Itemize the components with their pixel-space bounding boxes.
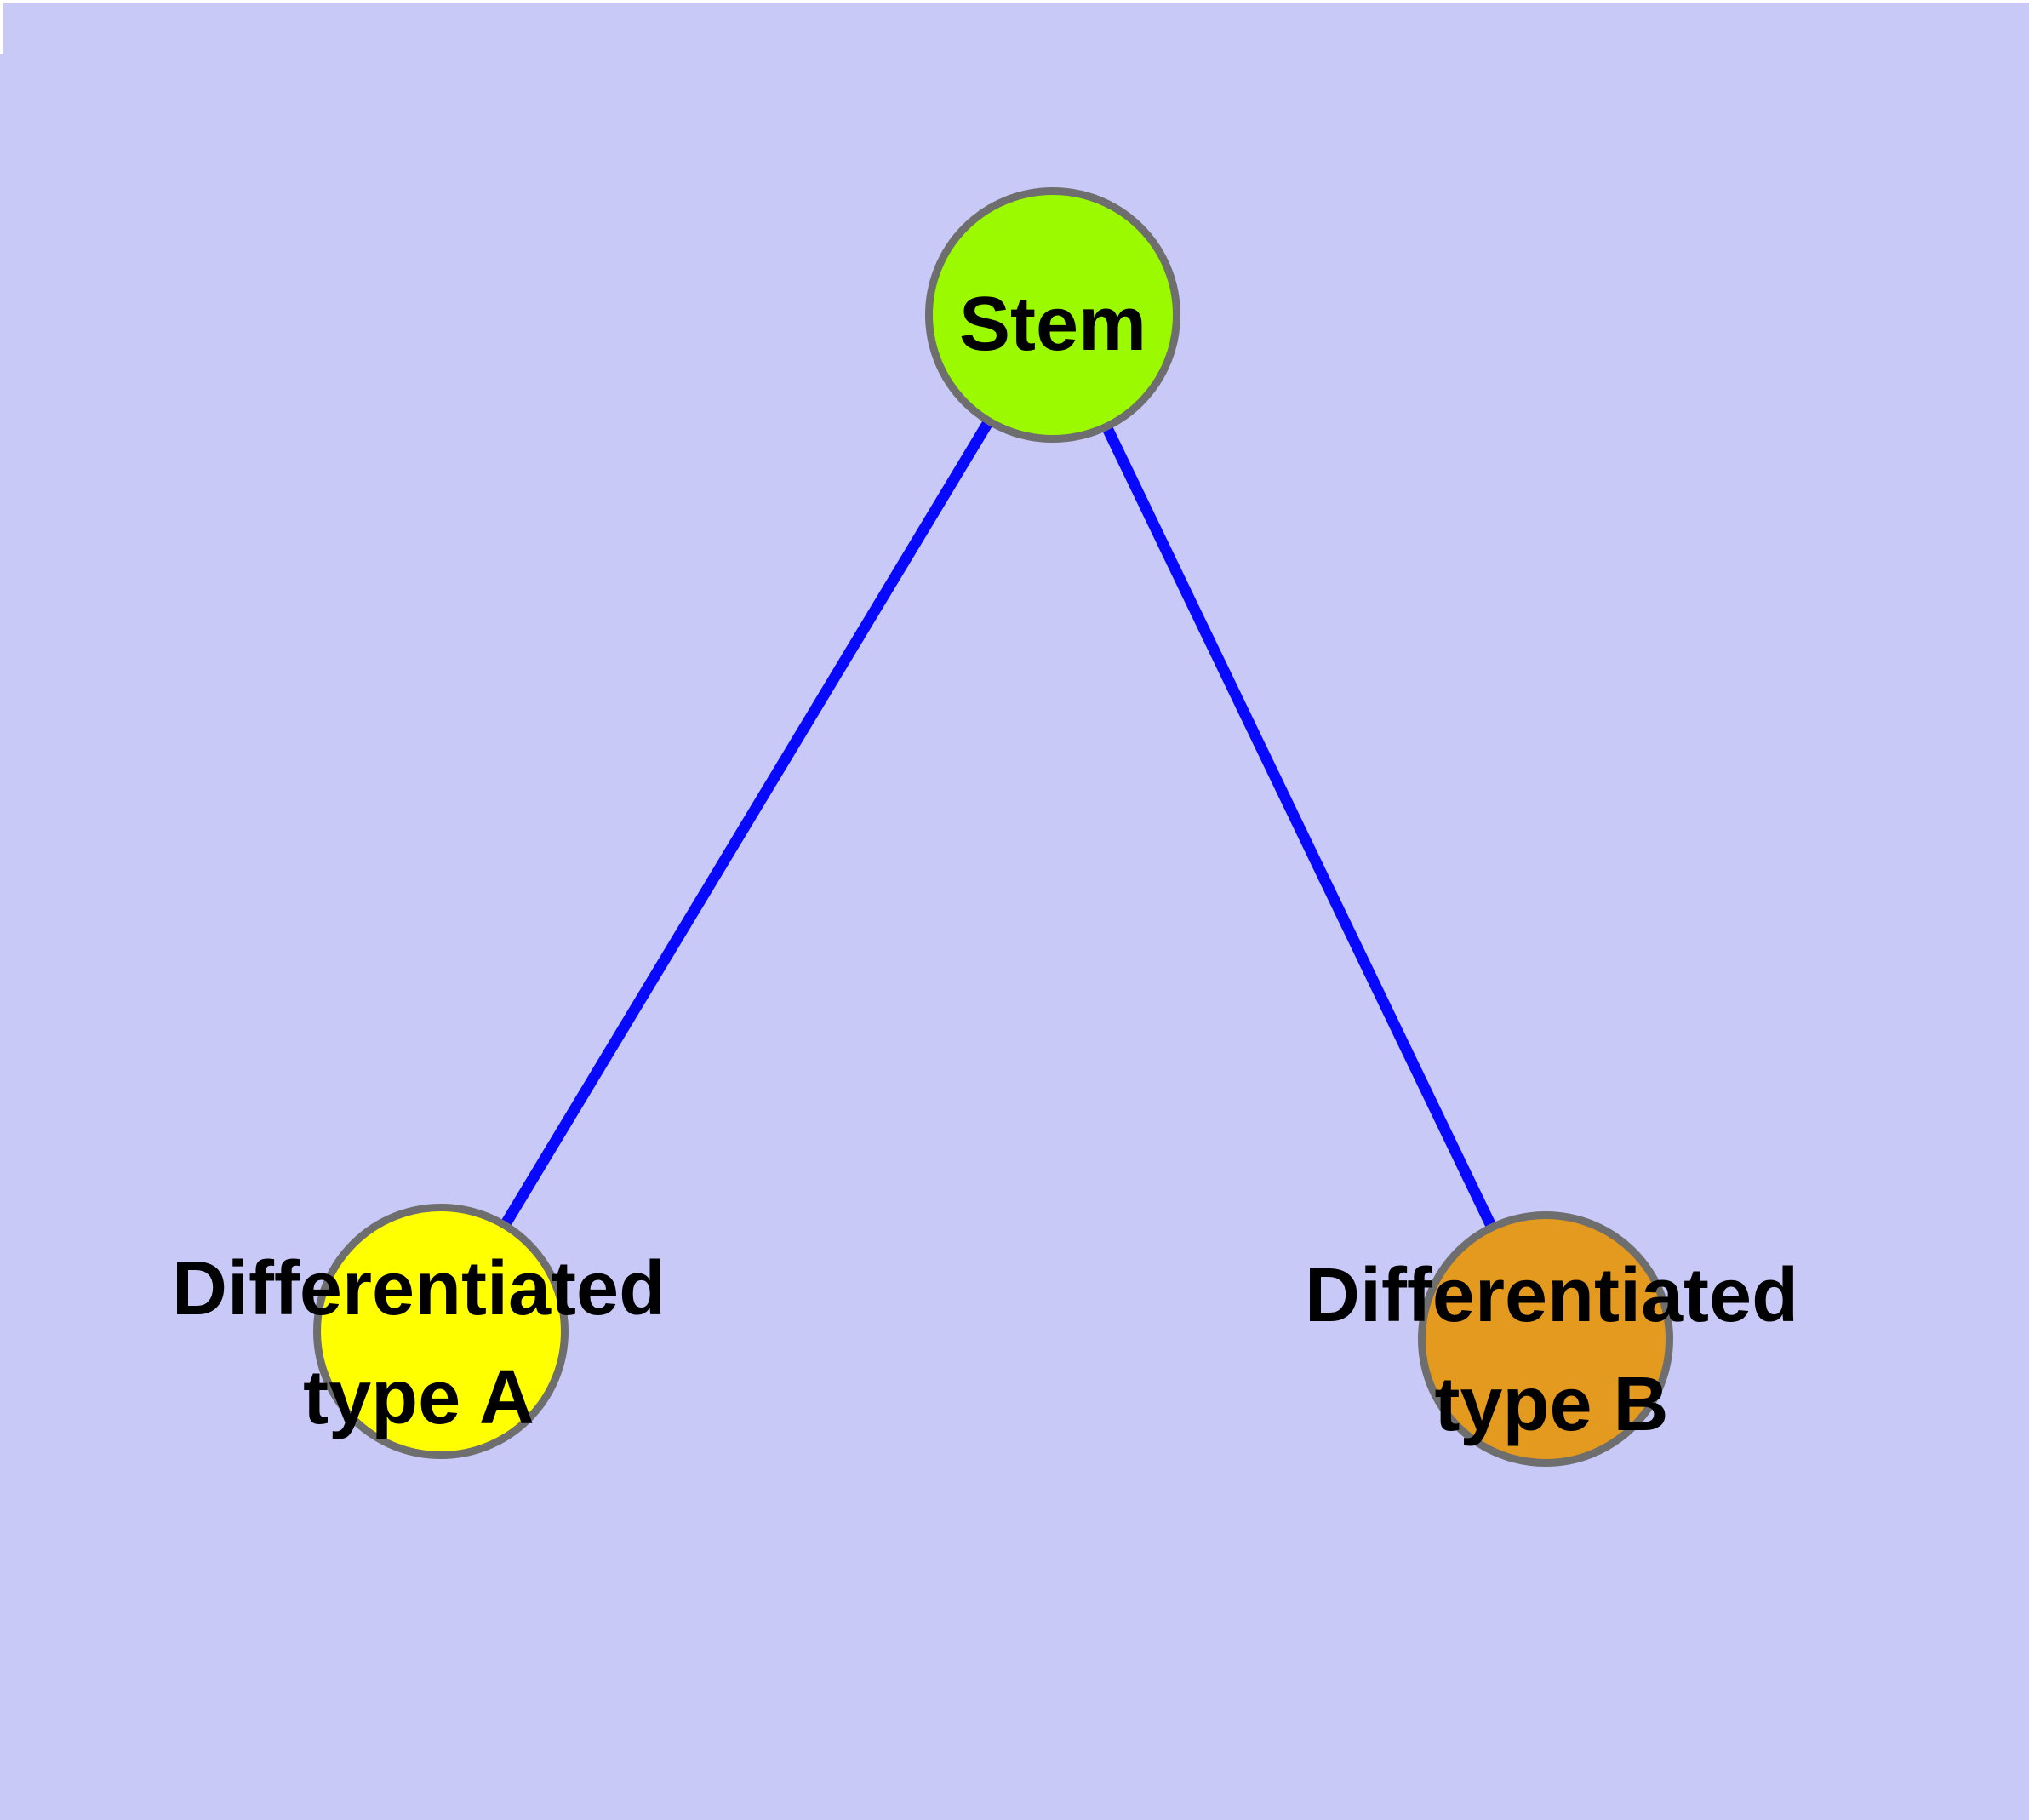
node-differentiated-type-a-label-line1: Differentiated (171, 1246, 666, 1331)
node-stem-circle (925, 187, 1180, 443)
node-differentiated-type-b-label-line2: type B (1434, 1362, 1669, 1447)
window-top-border (0, 0, 2029, 3)
edge-stem-to-type-b (1048, 312, 1551, 1342)
node-differentiated-type-a-label: Differentiated type A (172, 1234, 666, 1452)
node-stem-label: Stem (959, 270, 1146, 379)
node-differentiated-type-b-circle (1418, 1211, 1673, 1467)
edge-stem-to-type-a (436, 312, 1058, 1335)
node-differentiated-type-a-label-line2: type A (303, 1355, 534, 1440)
node-differentiated-type-b-label: Differentiated type B (1305, 1241, 1798, 1459)
window-left-border-notch (0, 0, 3, 54)
node-differentiated-type-b-label-line1: Differentiated (1304, 1253, 1799, 1338)
node-differentiated-type-a-circle (313, 1204, 569, 1459)
node-stem-label-line: Stem (958, 282, 1147, 367)
